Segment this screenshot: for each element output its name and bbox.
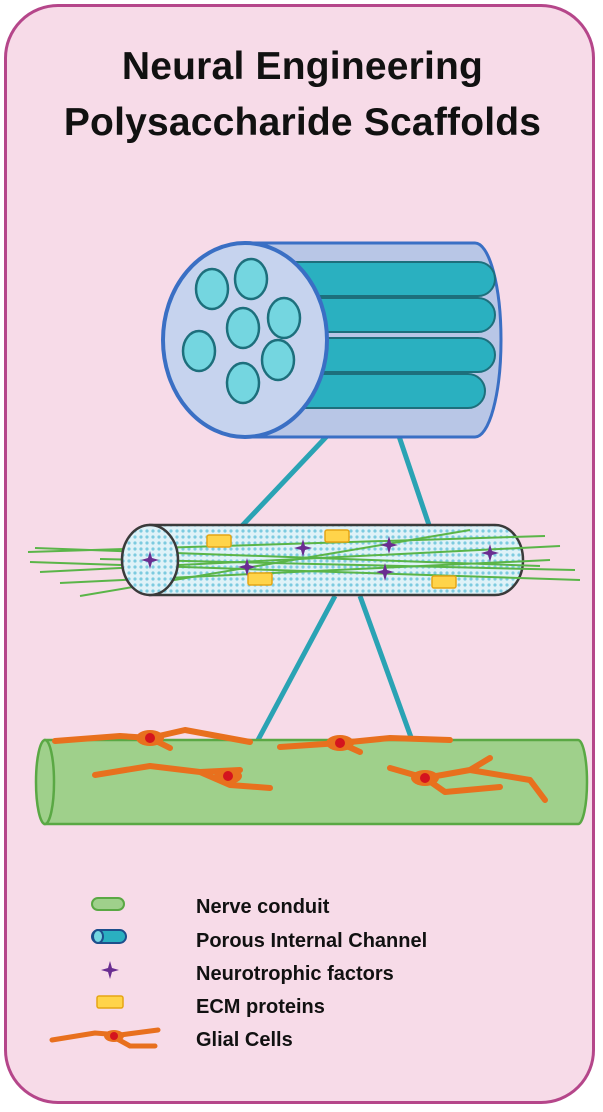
multichannel-conduit	[163, 243, 501, 437]
legend-label-ecm-proteins: ECM proteins	[196, 997, 325, 1017]
ecm-protein-icon	[97, 996, 123, 1008]
nerve-conduit-segment	[36, 730, 587, 824]
porous-channel-icon	[92, 930, 126, 943]
connector-lines-lower	[258, 596, 412, 740]
legend-label-porous-channel: Porous Internal Channel	[196, 931, 427, 951]
legend-label-nerve-conduit: Nerve conduit	[196, 897, 329, 917]
nerve-conduit-icon	[92, 898, 124, 910]
glial-cell-icon	[52, 1030, 158, 1046]
neurotrophic-factor-icon	[101, 961, 119, 979]
porous-channel-segment	[28, 525, 580, 596]
legend-label-glial-cells: Glial Cells	[196, 1030, 293, 1050]
legend	[52, 898, 158, 1046]
legend-label-neurotrophic-factors: Neurotrophic factors	[196, 964, 394, 984]
